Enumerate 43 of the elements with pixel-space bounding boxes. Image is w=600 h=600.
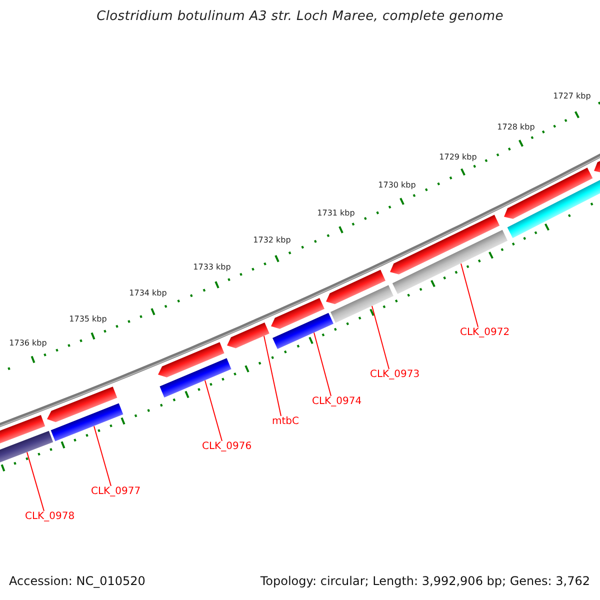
gene-bar [594,160,600,173]
scale-label: 1736 kbp [9,338,47,348]
leader-line [314,332,332,396]
footer-text: Topology: circular; Length: 3,992,906 bp; Genes: 3,762 [260,574,590,588]
scale-label: 1729 kbp [439,152,477,162]
scale-label: 1728 kbp [497,122,535,132]
gene-label: CLK_0972 [460,327,510,339]
gene-bar [227,322,270,348]
scale-label: 1727 kbp [553,92,591,100]
footer-text: Accession: NC_010520 [9,574,146,588]
gene-bar [326,270,386,304]
gene-bar [47,386,118,422]
gene-bar [158,342,224,378]
scale-label: 1734 kbp [129,288,167,298]
gene-bar [392,230,508,294]
scale-label: 1735 kbp [69,314,107,324]
leader-line [94,426,112,486]
scale-label: 1732 kbp [253,236,291,244]
gene-label: CLK_0978 [25,511,75,523]
gene-bar [160,358,232,398]
leader-line [264,335,282,416]
leader-line [372,306,390,370]
scale-label: 1733 kbp [193,262,231,272]
gene-label: CLK_0976 [202,441,252,453]
gene-bar [0,415,46,444]
scale-label: 1731 kbp [317,208,355,218]
gene-bar [271,298,324,329]
leader-line [204,380,222,442]
gene-bar [0,430,54,464]
leader-line [460,263,478,328]
gene-bar [390,214,500,274]
gene-label: mtbC [272,416,299,428]
gene-label: CLK_0977 [91,486,141,498]
gene-bar [50,403,124,442]
gene-label: CLK_0973 [370,369,420,381]
scale-label: 1730 kbp [378,180,416,190]
gene-bar [504,168,593,219]
gene-bar [507,179,600,238]
chart-title: Clostridium botulinum A3 str. Loch Maree, complete genome [96,9,504,24]
gene-label: CLK_0974 [312,396,362,408]
gene-bar [272,312,334,349]
gene-bar [330,285,394,323]
leader-line [26,452,44,512]
